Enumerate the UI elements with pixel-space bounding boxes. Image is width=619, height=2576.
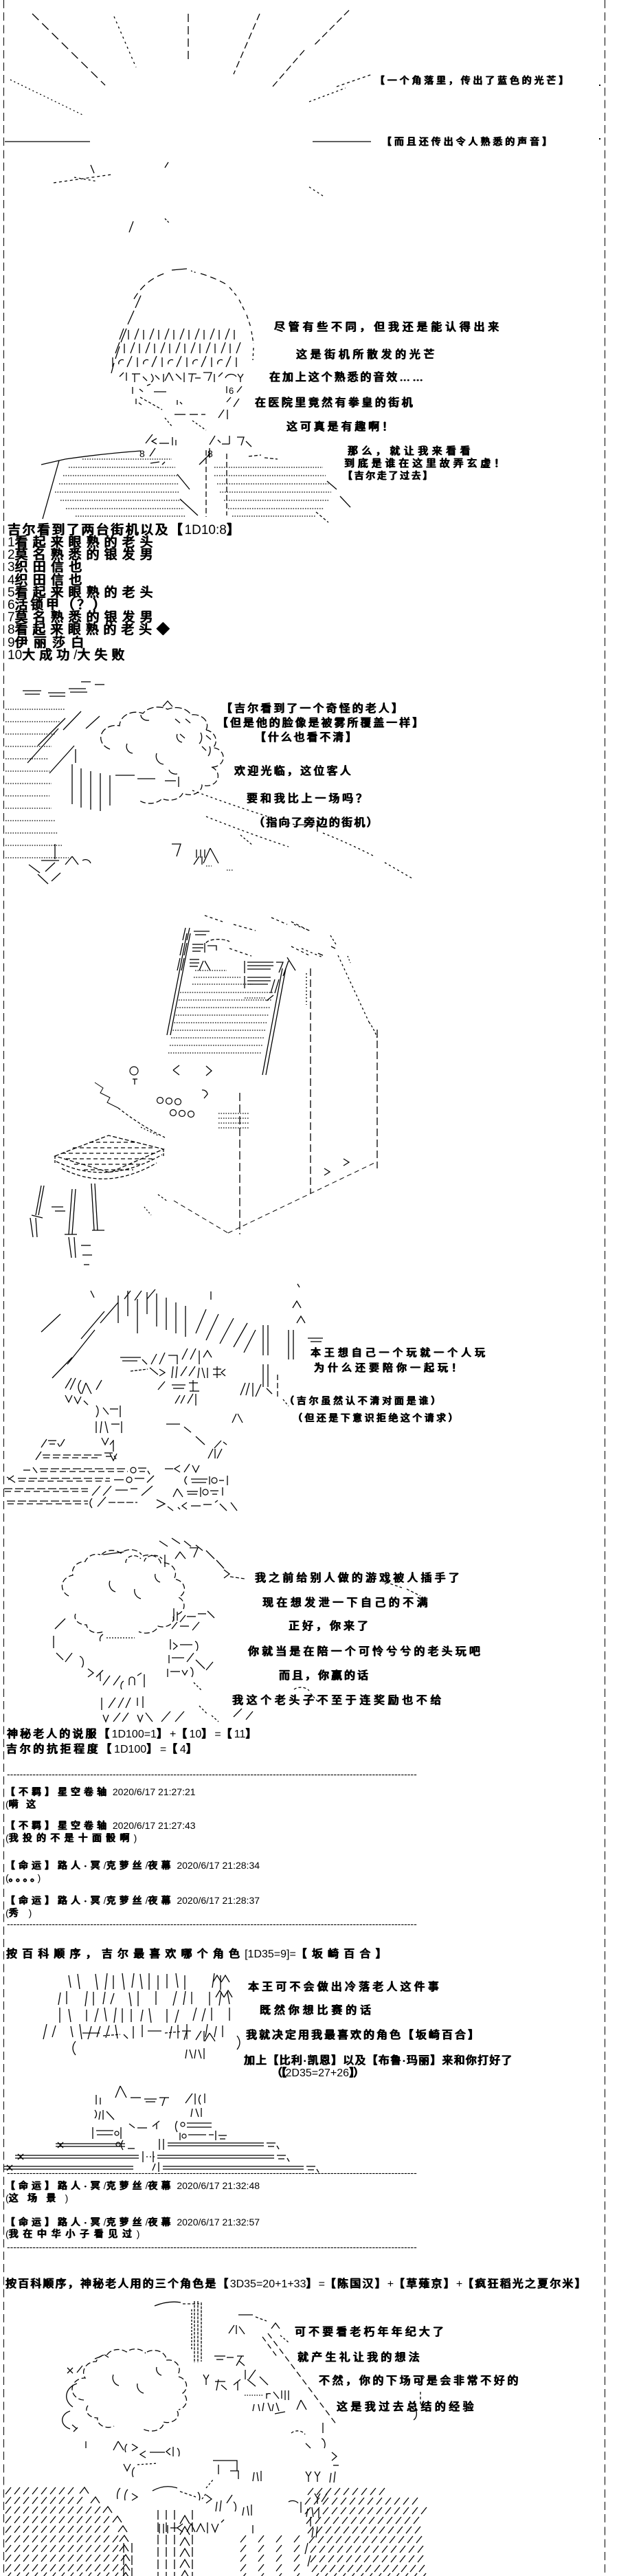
svg-text:6: 6 xyxy=(229,386,234,396)
svg-text:8: 8 xyxy=(139,448,145,459)
